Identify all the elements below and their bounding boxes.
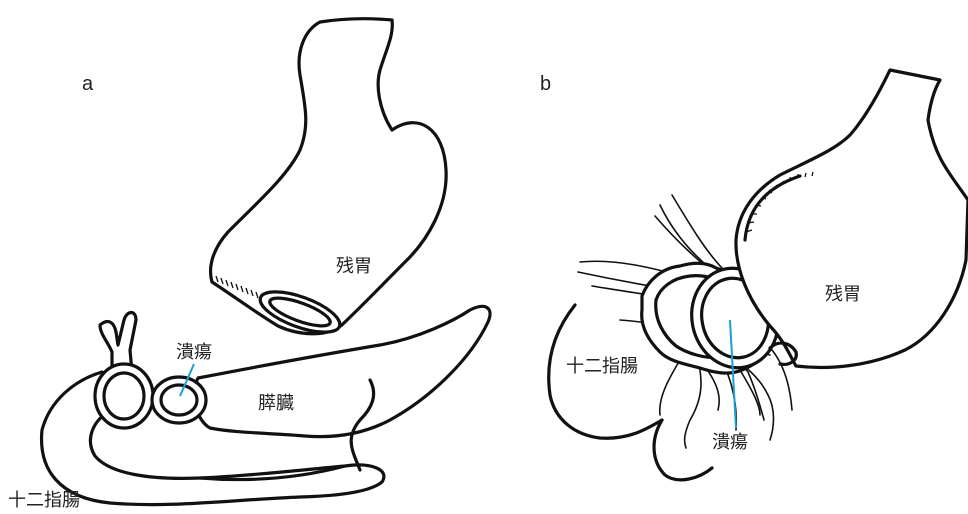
panel-a: a 残胃 潰瘍 膵臓 十二指腸 <box>8 19 490 511</box>
label-remnant-stomach-a: 残胃 <box>336 256 372 277</box>
label-duodenum-b: 十二指腸 <box>566 356 638 377</box>
label-duodenum-a: 十二指腸 <box>8 490 80 511</box>
label-ulcer-a: 潰瘍 <box>176 342 212 363</box>
remnant-stomach-a <box>211 19 447 334</box>
label-ulcer-b: 潰瘍 <box>712 432 748 453</box>
panel-b-letter: b <box>540 73 551 95</box>
panel-b: b <box>540 70 968 480</box>
remnant-stomach-b <box>736 70 968 367</box>
label-remnant-stomach-b: 残胃 <box>825 284 861 305</box>
label-pancreas: 膵臓 <box>258 393 294 414</box>
panel-a-letter: a <box>82 73 94 95</box>
duodenum-lower-b <box>654 420 712 480</box>
